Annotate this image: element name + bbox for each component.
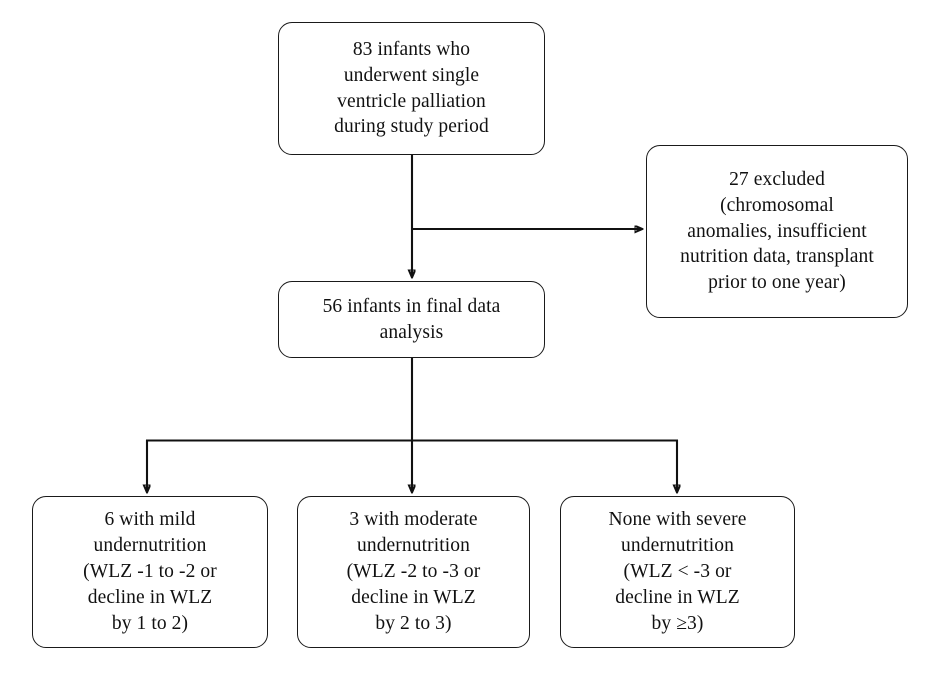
node-final-analysis-label: 56 infants in final data analysis: [322, 295, 501, 343]
node-moderate-undernutrition: 3 with moderate undernutrition (WLZ -2 t…: [297, 496, 530, 648]
node-moderate-undernutrition-label: 3 with moderate undernutrition (WLZ -2 t…: [346, 509, 481, 634]
node-severe-undernutrition-label: None with severe undernutrition (WLZ < -…: [608, 509, 747, 634]
node-cohort: 83 infants who underwent single ventricl…: [278, 22, 545, 155]
node-mild-undernutrition-label: 6 with mild undernutrition (WLZ -1 to -2…: [83, 509, 217, 634]
node-excluded-label: 27 excluded (chromosomal anomalies, insu…: [680, 168, 874, 294]
node-excluded: 27 excluded (chromosomal anomalies, insu…: [646, 145, 908, 318]
node-final-analysis: 56 infants in final data analysis: [278, 281, 545, 358]
node-cohort-label: 83 infants who underwent single ventricl…: [334, 38, 489, 138]
node-mild-undernutrition: 6 with mild undernutrition (WLZ -1 to -2…: [32, 496, 268, 648]
node-severe-undernutrition: None with severe undernutrition (WLZ < -…: [560, 496, 795, 648]
